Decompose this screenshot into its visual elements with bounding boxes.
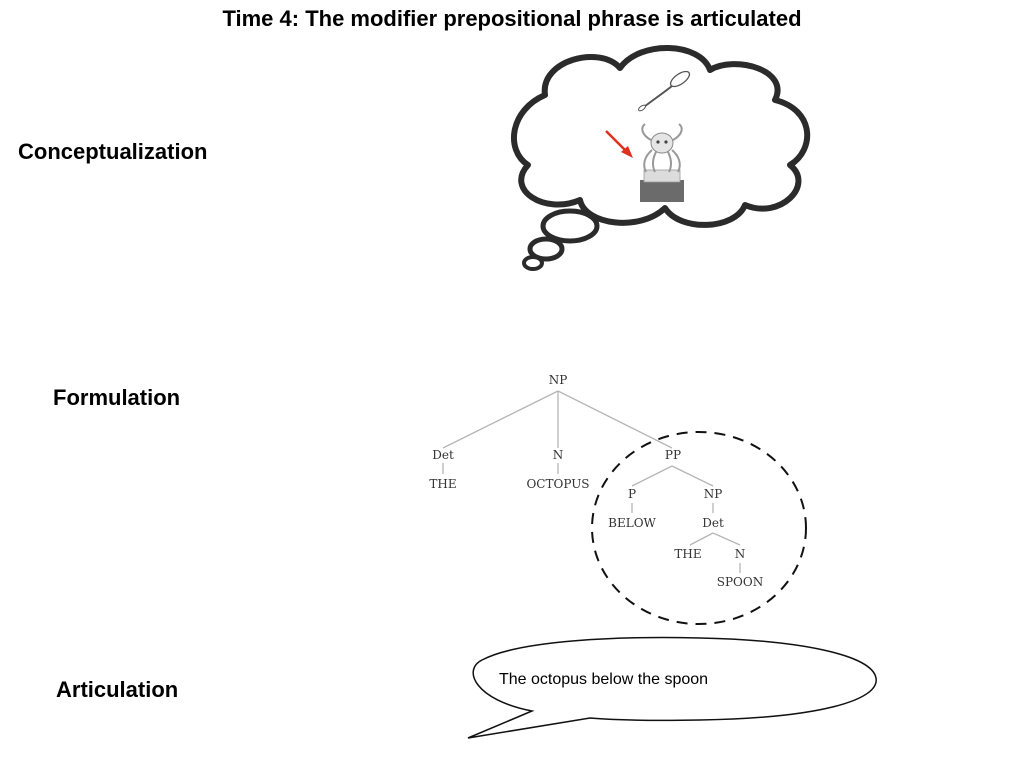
syntax-tree — [442, 390, 741, 573]
tree-branch — [689, 532, 714, 546]
tree-node-p: P — [628, 487, 636, 501]
tree-branch — [557, 390, 673, 449]
articulation-label: Articulation — [56, 677, 179, 702]
tree-node-det2: Det — [702, 516, 724, 530]
tree-node-det: Det — [432, 448, 454, 462]
thought-bubble — [511, 45, 811, 271]
page-title: Time 4: The modifier prepositional phras… — [222, 6, 802, 31]
tree-node-n2: N — [735, 547, 746, 561]
tree-node-n: N — [553, 448, 564, 462]
tree-branch — [442, 390, 559, 449]
octopus-icon — [640, 123, 684, 202]
tree-word-octopus: OCTOPUS — [526, 477, 589, 491]
tree-node-np2: NP — [704, 487, 723, 501]
tree-branch — [712, 532, 741, 546]
tree-node-np: NP — [549, 373, 568, 387]
red-arrow-icon — [605, 130, 633, 158]
tree-branch — [631, 465, 673, 487]
conceptualization-label: Conceptualization — [18, 139, 208, 164]
thought-dot-large — [540, 208, 600, 244]
tree-branch — [671, 465, 714, 487]
speech-text: The octopus below the spoon — [499, 671, 709, 688]
spoon-icon — [638, 70, 691, 112]
thought-dot-small — [522, 255, 544, 271]
formulation-label: Formulation — [53, 385, 181, 410]
speech-bubble — [467, 636, 877, 739]
tree-word-the: THE — [429, 477, 456, 491]
tree-word-the2: THE — [674, 547, 701, 561]
thought-dot-medium — [527, 236, 565, 262]
tree-word-spoon: SPOON — [717, 575, 763, 589]
tree-node-pp: PP — [665, 448, 681, 462]
tree-word-below: BELOW — [608, 516, 656, 530]
pp-highlight-circle — [591, 431, 807, 625]
